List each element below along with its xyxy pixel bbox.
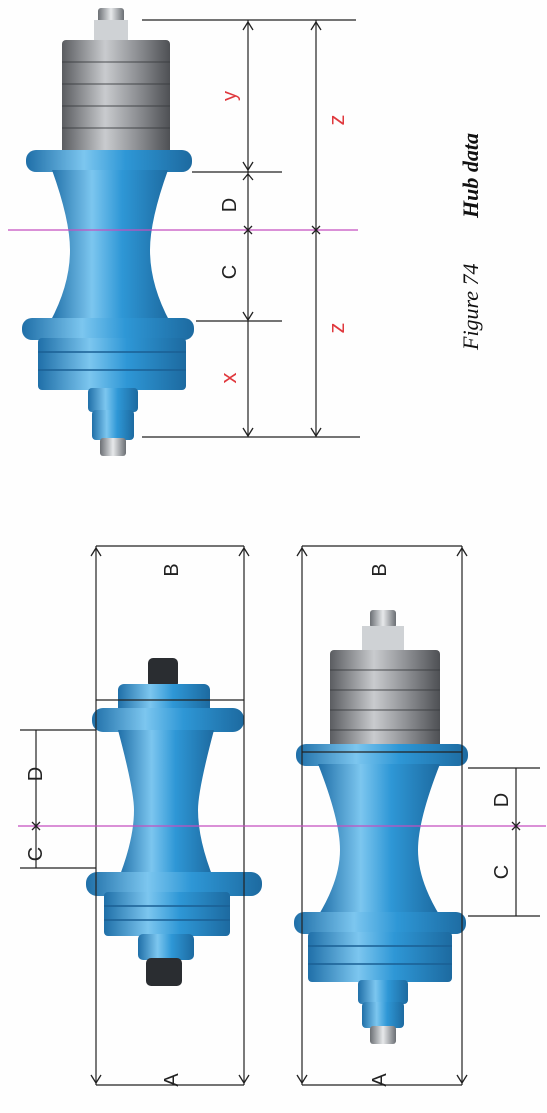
label-z-bottom: z — [324, 323, 349, 334]
label-b-right: B — [369, 563, 391, 576]
label-a-left: A — [161, 1073, 183, 1087]
caption-number: Figure 74 — [458, 263, 483, 351]
rear-hub-bottom — [294, 610, 468, 1044]
label-c-top: C — [219, 265, 241, 279]
label-y: y — [219, 91, 241, 101]
dim-lines-top — [142, 19, 360, 438]
label-d-left: D — [25, 767, 47, 781]
dim-markers-bottom — [31, 546, 521, 1085]
dim-lines-bottom — [20, 545, 540, 1086]
label-b-left: B — [161, 563, 183, 576]
label-a-right: A — [369, 1073, 391, 1087]
figure-caption: Figure 74 Hub data — [458, 133, 483, 351]
rear-hub-top — [22, 8, 194, 456]
dim-markers-top — [242, 20, 322, 438]
label-z-top: z — [324, 115, 349, 126]
label-c-left: C — [25, 847, 47, 861]
label-c-right: C — [491, 865, 513, 879]
label-d-right: D — [491, 793, 513, 807]
front-hub — [86, 658, 262, 986]
label-x: x — [216, 373, 241, 384]
caption-title: Hub data — [458, 133, 483, 219]
label-d-top: D — [219, 198, 241, 212]
